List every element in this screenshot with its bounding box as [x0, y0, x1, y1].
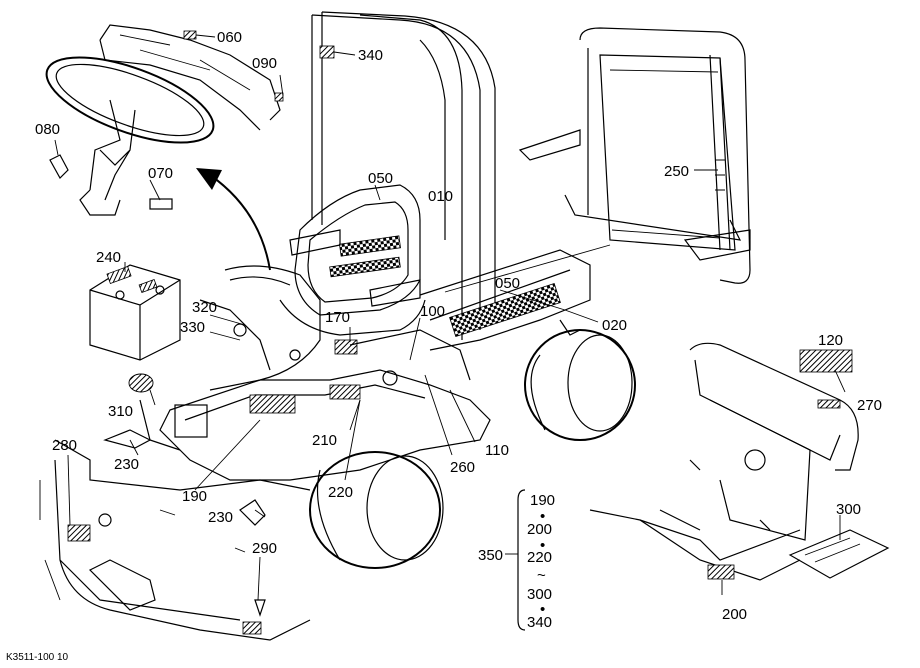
canopy-panel — [518, 27, 751, 284]
part-label-100: 100 — [420, 303, 445, 320]
part-label-170: 170 — [325, 309, 350, 326]
tractor-body — [139, 249, 591, 481]
part-label-050a: 050 — [368, 170, 393, 187]
part-label-320: 320 — [192, 299, 217, 316]
part-label-110: 110 — [485, 442, 509, 459]
label-set-item-200: 200 — [527, 521, 552, 538]
label-set-group: 350 — [478, 547, 503, 564]
part-label-230a: 230 — [114, 456, 139, 473]
label-set-item-190: 190 — [530, 492, 555, 509]
part-label-060: 060 — [217, 29, 242, 46]
label-set-bracket — [505, 489, 526, 631]
part-label-330: 330 — [180, 319, 205, 336]
steering-wheel — [45, 56, 215, 216]
mower-deck — [39, 439, 311, 641]
part-label-220: 220 — [328, 484, 353, 501]
label-set-item-220: 220 — [527, 549, 552, 566]
figure-code: K3511-100 10 — [6, 652, 69, 663]
part-label-270: 270 — [857, 397, 882, 414]
part-label-240: 240 — [96, 249, 121, 266]
part-label-290: 290 — [252, 540, 277, 557]
reference-arrow — [196, 168, 271, 271]
part-label-010: 010 — [428, 188, 453, 205]
decal-300 — [788, 529, 890, 579]
part-labels: 060 090 340 080 070 050 010 250 240 050 … — [35, 29, 882, 623]
part-label-090: 090 — [252, 55, 277, 72]
small-parts — [49, 30, 335, 617]
label-set-item-300: 300 — [527, 586, 552, 603]
front-wheel — [309, 451, 444, 569]
part-label-070: 070 — [148, 165, 173, 182]
part-label-280: 280 — [52, 437, 77, 454]
label-set-sep-0: • — [540, 508, 545, 525]
rear-housing — [589, 342, 859, 581]
battery — [89, 264, 181, 361]
part-label-230b: 230 — [208, 509, 233, 526]
leader-lines — [54, 34, 846, 601]
rear-wheel — [524, 319, 636, 441]
label-set-sep-3: • — [540, 601, 545, 618]
label-set-sep-1: • — [540, 537, 545, 554]
part-label-260: 260 — [450, 459, 475, 476]
rops-frame — [311, 11, 496, 340]
label-set-sep-2: ~ — [537, 567, 546, 584]
label-set-350: 350 190 • 200 • 220 ~ 300 • 340 — [478, 492, 555, 631]
part-label-190: 190 — [182, 488, 207, 505]
part-label-050b: 050 — [495, 275, 520, 292]
label-set-item-340: 340 — [527, 614, 552, 631]
part-label-210: 210 — [312, 432, 337, 449]
operator-seat — [279, 184, 426, 355]
part-label-020: 020 — [602, 317, 627, 334]
part-label-310: 310 — [108, 403, 133, 420]
part-label-300: 300 — [836, 501, 861, 518]
part-label-120: 120 — [818, 332, 843, 349]
part-label-250: 250 — [664, 163, 689, 180]
instrument-panel — [99, 24, 281, 131]
part-label-200: 200 — [722, 606, 747, 623]
part-label-340: 340 — [358, 47, 383, 64]
part-label-080: 080 — [35, 121, 60, 138]
